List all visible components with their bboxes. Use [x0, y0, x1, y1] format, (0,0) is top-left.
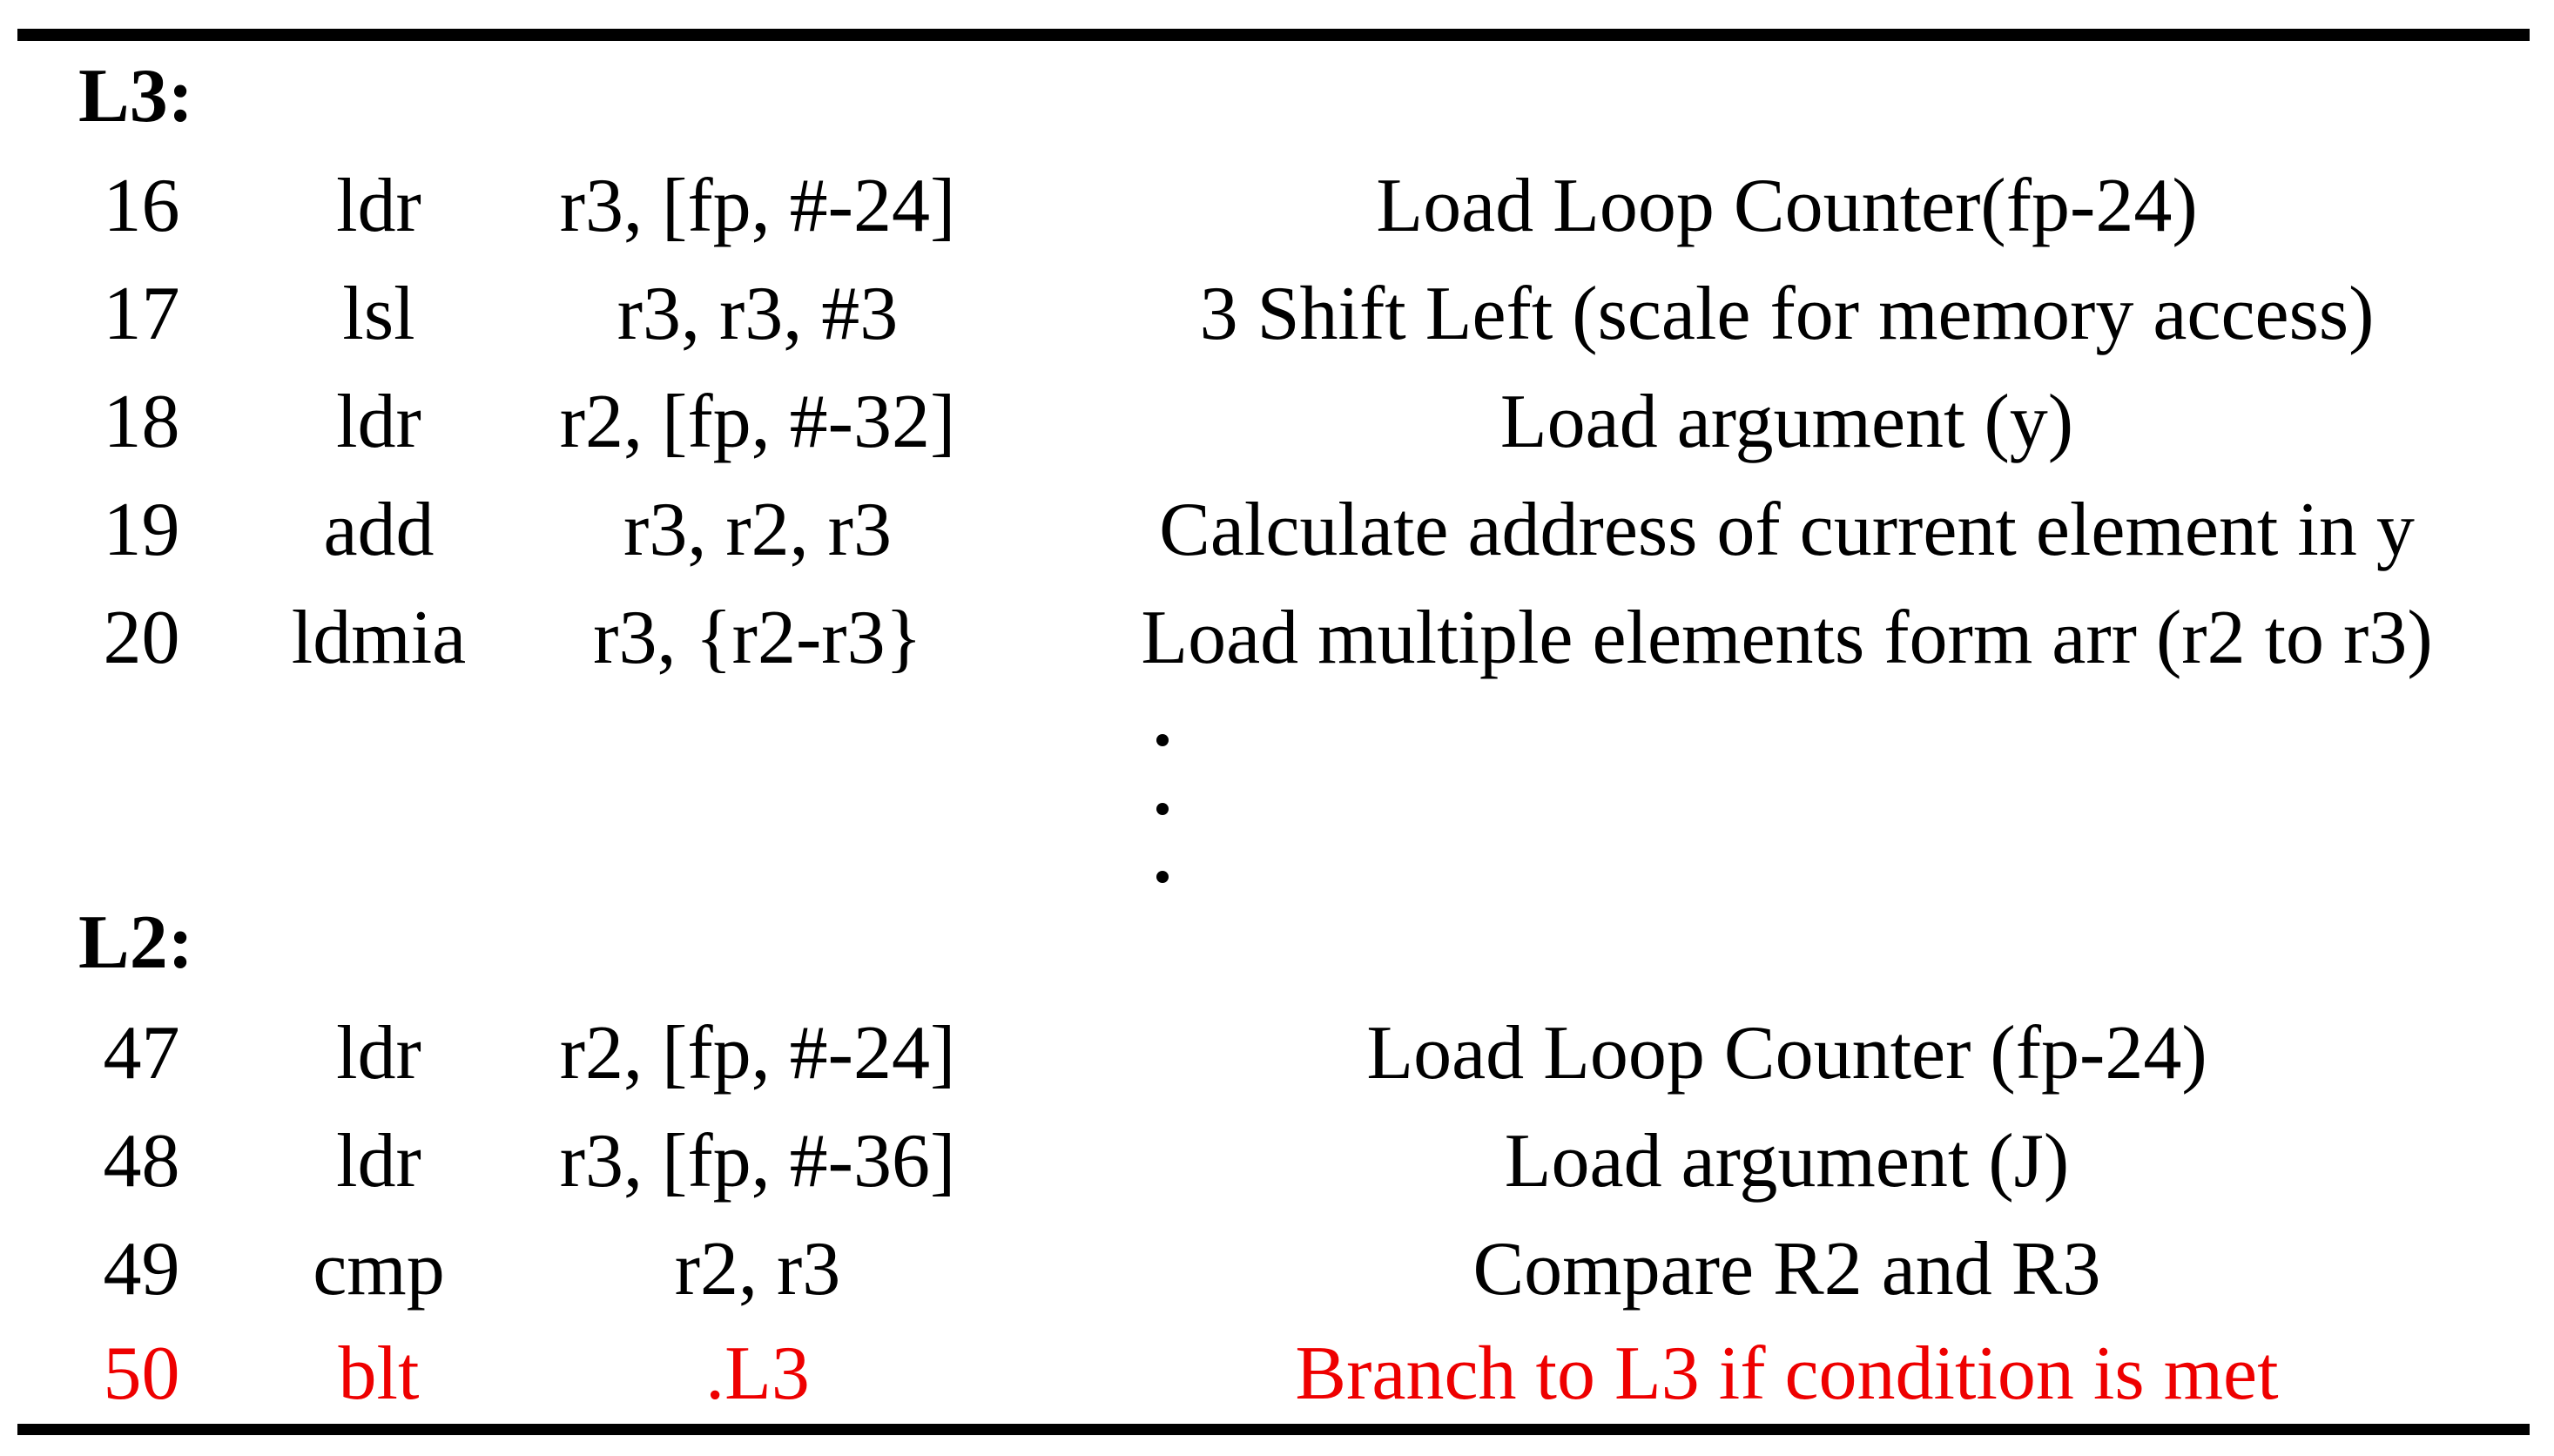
line-number: 20	[103, 596, 180, 680]
line-number: 48	[103, 1119, 180, 1203]
section-label-text: L3:	[78, 54, 193, 138]
section-label-text: L2:	[78, 900, 193, 985]
line-number: 17	[103, 272, 180, 356]
operands: r3, [fp, #-36]	[559, 1119, 956, 1203]
comment: Load argument (y)	[1499, 380, 2074, 464]
table-row-50-highlighted: 50 blt .L3 Branch to L3 if condition is …	[17, 1324, 2530, 1424]
table-row-20: 20 ldmia r3, {r2-r3} Load multiple eleme…	[17, 584, 2530, 692]
line-number: 47	[103, 1011, 180, 1095]
table-row-49: 49 cmp r2, r3 Compare R2 and R3	[17, 1216, 2530, 1324]
table-row-18: 18 ldr r2, [fp, #-32] Load argument (y)	[17, 368, 2530, 476]
mnemonic: blt	[338, 1331, 420, 1416]
table-row-17: 17 lsl r3, r3, #3 3 Shift Left (scale fo…	[17, 260, 2530, 368]
vertical-ellipsis	[17, 692, 2530, 886]
mnemonic: ldmia	[291, 596, 467, 680]
line-number: 19	[103, 488, 180, 572]
section-label-l2: L2:	[17, 886, 2530, 1000]
operands: r2, r3	[674, 1227, 841, 1311]
line-number: 16	[103, 164, 180, 248]
mnemonic: ldr	[336, 1119, 421, 1203]
operands: r3, r2, r3	[623, 488, 892, 572]
comment: 3 Shift Left (scale for memory access)	[1199, 272, 2375, 356]
operands: .L3	[705, 1331, 810, 1416]
ellipsis-dot	[1156, 871, 1169, 883]
ellipsis-dot	[1156, 734, 1169, 746]
table-row-16: 16 ldr r3, [fp, #-24] Load Loop Counter(…	[17, 152, 2530, 260]
table-row-19: 19 add r3, r2, r3 Calculate address of c…	[17, 476, 2530, 584]
operands: r3, r3, #3	[617, 272, 899, 356]
section-label-l3: L3:	[17, 41, 2530, 152]
bottom-rule	[17, 1424, 2530, 1435]
ellipsis-dot	[1156, 803, 1169, 815]
mnemonic: cmp	[313, 1227, 445, 1311]
comment: Calculate address of current element in …	[1159, 488, 2415, 572]
mnemonic: lsl	[342, 272, 415, 356]
line-number: 50	[103, 1331, 180, 1416]
comment: Load argument (J)	[1504, 1119, 2070, 1203]
mnemonic: ldr	[336, 380, 421, 464]
operands: r2, [fp, #-32]	[559, 380, 956, 464]
line-number: 18	[103, 380, 180, 464]
mnemonic: ldr	[336, 1011, 421, 1095]
assembly-code-table: L3: 16 ldr r3, [fp, #-24] Load Loop Coun…	[17, 29, 2530, 1435]
mnemonic: add	[323, 488, 435, 572]
operands: r3, {r2-r3}	[593, 596, 922, 680]
table-row-47: 47 ldr r2, [fp, #-24] Load Loop Counter …	[17, 1000, 2530, 1108]
comment: Compare R2 and R3	[1472, 1227, 2101, 1311]
comment: Branch to L3 if condition is met	[1295, 1331, 2279, 1416]
line-number: 49	[103, 1227, 180, 1311]
comment: Load Loop Counter(fp-24)	[1376, 164, 2198, 248]
operands: r3, [fp, #-24]	[559, 164, 956, 248]
comment: Load multiple elements form arr (r2 to r…	[1141, 596, 2433, 680]
top-rule	[17, 29, 2530, 41]
operands: r2, [fp, #-24]	[559, 1011, 956, 1095]
mnemonic: ldr	[336, 164, 421, 248]
comment: Load Loop Counter (fp-24)	[1366, 1011, 2207, 1095]
table-row-48: 48 ldr r3, [fp, #-36] Load argument (J)	[17, 1108, 2530, 1216]
